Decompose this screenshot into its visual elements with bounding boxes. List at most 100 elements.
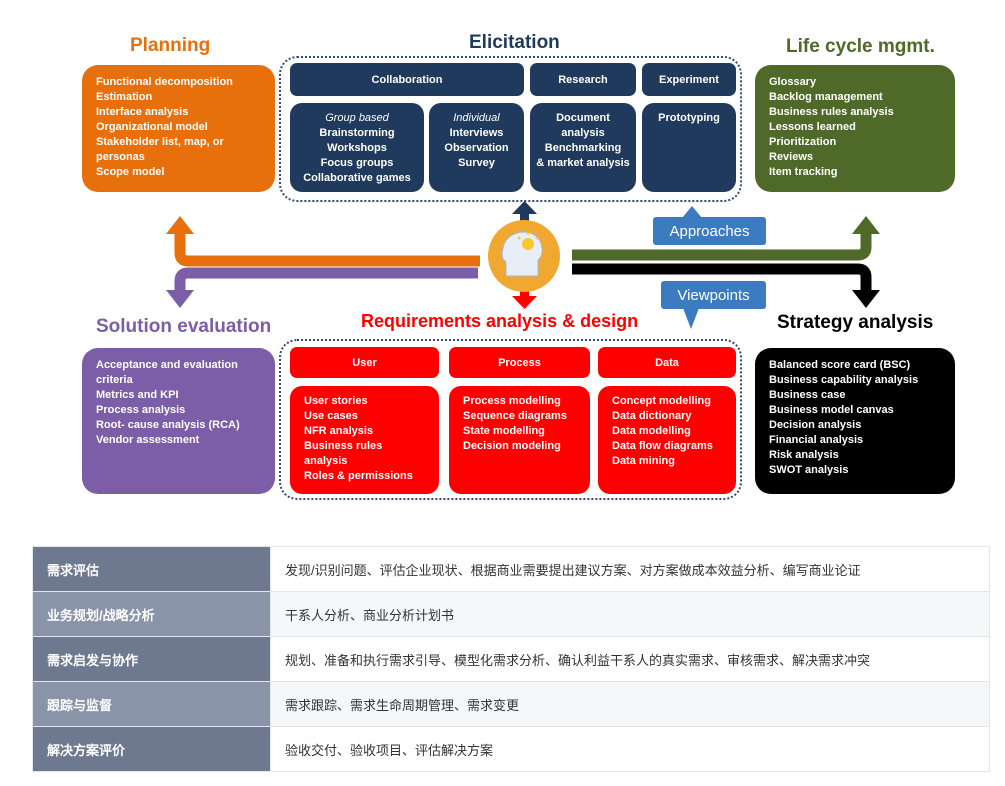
list-item: Observation	[444, 142, 509, 154]
list-item: Roles & permissions	[304, 470, 413, 482]
lifecycle-list: Glossary Backlog management Business rul…	[769, 75, 941, 180]
list-item: Workshops	[327, 142, 387, 154]
list-item: Acceptance and evaluation criteria	[96, 359, 238, 386]
requirements-frame	[279, 339, 742, 500]
list-item: Organizational model	[96, 121, 208, 133]
list-item: Interviews	[449, 127, 504, 139]
list-item: Estimation	[96, 91, 153, 103]
strategy-analysis-arrow	[572, 263, 880, 308]
list-item: Benchmarking	[544, 142, 622, 154]
list-item: Root- cause analysis (RCA)	[96, 419, 240, 431]
list-item: Survey	[458, 157, 495, 169]
group-based-cell: Group based Brainstorming Workshops Focu…	[290, 103, 424, 192]
lifecycle-box: Glossary Backlog management Business rul…	[755, 65, 955, 192]
requirements-activities-table: 需求评估 发现/识别问题、评估企业现状、根据商业需要提出建议方案、对方案做成本效…	[32, 546, 990, 772]
list-item: Data modelling	[612, 425, 691, 437]
list-item: Process analysis	[96, 404, 186, 416]
list-item: Financial analysis	[769, 434, 864, 446]
list-item: Data dictionary	[612, 410, 692, 422]
planning-arrow	[166, 216, 480, 267]
group-based-label: Group based	[325, 112, 389, 124]
individual-label: Individual	[453, 112, 500, 124]
list-item: Collaborative games	[303, 172, 411, 184]
research-list: Document analysis Benchmarking & market …	[536, 111, 630, 171]
table-row-key: 需求启发与协作	[32, 636, 271, 682]
collaboration-header: Collaboration	[290, 63, 524, 96]
table-row: 业务规划/战略分析 干系人分析、商业分析计划书	[32, 591, 990, 637]
list-item: Prototyping	[658, 112, 720, 124]
solution-evaluation-box: Acceptance and evaluation criteria Metri…	[82, 348, 275, 494]
list-item: Use cases	[304, 410, 358, 422]
requirements-arrow	[512, 286, 537, 309]
table-row-value: 需求跟踪、需求生命周期管理、需求变更	[270, 681, 990, 727]
elicitation-frame	[279, 56, 742, 202]
solution-evaluation-list: Acceptance and evaluation criteria Metri…	[96, 358, 261, 448]
table-row-key: 解决方案评价	[32, 726, 271, 772]
list-item: Business case	[769, 389, 846, 401]
list-item: Glossary	[769, 76, 817, 88]
table-row: 需求启发与协作 规划、准备和执行需求引导、模型化需求分析、确认利益干系人的真实需…	[32, 636, 990, 682]
research-header: Research	[530, 63, 636, 96]
list-item: Risk analysis	[769, 449, 839, 461]
data-cell: Concept modelling Data dictionary Data m…	[598, 386, 736, 494]
process-header: Process	[449, 347, 590, 378]
table-row: 需求评估 发现/识别问题、评估企业现状、根据商业需要提出建议方案、对方案做成本效…	[32, 546, 990, 592]
list-item: Scope model	[96, 166, 165, 178]
list-item: Sequence diagrams	[463, 410, 567, 422]
approaches-callout: Approaches	[653, 217, 766, 245]
table-row-value: 规划、准备和执行需求引导、模型化需求分析、确认利益干系人的真实需求、审核需求、解…	[270, 636, 990, 682]
user-list: User stories Use cases NFR analysis Busi…	[304, 394, 425, 484]
approaches-callout-pointer	[682, 206, 702, 218]
flow-arrows	[166, 201, 880, 309]
table-row: 解决方案评价 验收交付、验收项目、评估解决方案	[32, 726, 990, 772]
list-item: Backlog management	[769, 91, 883, 103]
table-row-key: 业务规划/战略分析	[32, 591, 271, 637]
strategy-analysis-list: Balanced score card (BSC) Business capab…	[769, 358, 941, 478]
individual-list: Interviews Observation Survey	[435, 126, 518, 171]
list-item: Decision modeling	[463, 440, 561, 452]
planning-list: Functional decomposition Estimation Inte…	[96, 75, 261, 180]
lifecycle-arrow	[572, 216, 880, 261]
list-item: Data flow diagrams	[612, 440, 713, 452]
list-item: Business model canvas	[769, 404, 894, 416]
planning-title: Planning	[130, 35, 211, 56]
list-item: Process modelling	[463, 395, 561, 407]
group-based-list: Brainstorming Workshops Focus groups Col…	[296, 126, 418, 186]
data-header: Data	[598, 347, 736, 378]
user-header: User	[290, 347, 439, 378]
elicitation-arrow	[512, 201, 537, 225]
list-item: Decision analysis	[769, 419, 862, 431]
elicitation-title: Elicitation	[469, 32, 560, 53]
strategy-analysis-box: Balanced score card (BSC) Business capab…	[755, 348, 955, 494]
thinking-head-icon	[488, 220, 560, 292]
list-item: Item tracking	[769, 166, 838, 178]
solution-evaluation-title: Solution evaluation	[96, 316, 272, 337]
ba-knowledge-areas-diagram: Planning Functional decomposition Estima…	[82, 32, 955, 500]
strategy-analysis-title: Strategy analysis	[777, 312, 934, 333]
process-cell: Process modelling Sequence diagrams Stat…	[449, 386, 590, 494]
list-item: Reviews	[769, 151, 814, 163]
list-item: Brainstorming	[319, 127, 395, 139]
lifecycle-title: Life cycle mgmt.	[786, 36, 935, 57]
list-item: Data mining	[612, 455, 675, 467]
table-row-key: 需求评估	[32, 546, 271, 592]
requirements-title: Requirements analysis & design	[361, 311, 639, 331]
list-item: Document analysis	[556, 112, 610, 139]
viewpoints-callout-pointer	[683, 308, 699, 329]
list-item: & market analysis	[536, 157, 630, 169]
data-list: Concept modelling Data dictionary Data m…	[612, 394, 722, 469]
user-cell: User stories Use cases NFR analysis Busi…	[290, 386, 439, 494]
list-item: User stories	[304, 395, 368, 407]
list-item: Balanced score card (BSC)	[769, 359, 911, 371]
list-item: State modelling	[463, 425, 545, 437]
experiment-header: Experiment	[642, 63, 736, 96]
list-item: Concept modelling	[612, 395, 711, 407]
list-item: Focus groups	[320, 157, 394, 169]
table-row-value: 发现/识别问题、评估企业现状、根据商业需要提出建议方案、对方案做成本效益分析、编…	[270, 546, 990, 592]
list-item: SWOT analysis	[769, 464, 849, 476]
list-item: Prioritization	[769, 136, 837, 148]
process-list: Process modelling Sequence diagrams Stat…	[463, 394, 576, 454]
list-item: Business capability analysis	[769, 374, 919, 386]
list-item: Metrics and KPI	[96, 389, 179, 401]
list-item: Functional decomposition	[96, 76, 233, 88]
